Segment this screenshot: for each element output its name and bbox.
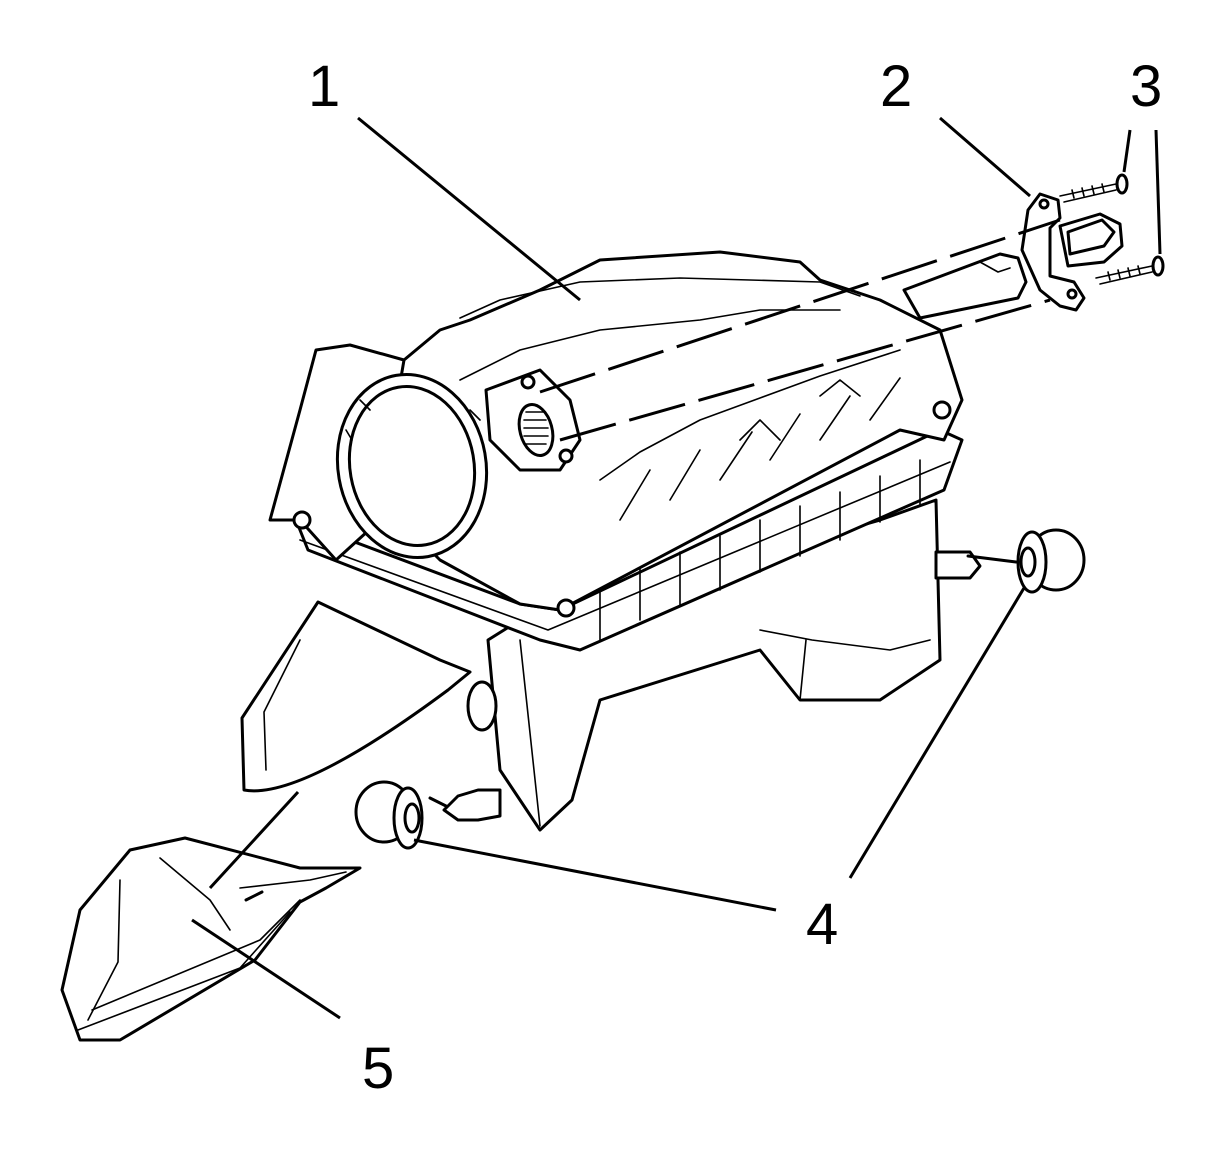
lower-duct-part — [60, 600, 472, 1042]
mass-airflow-sensor-part — [902, 192, 1124, 320]
callout-3: 3 — [1130, 54, 1162, 119]
grommet-left — [354, 780, 448, 850]
callout-5: 5 — [362, 1036, 394, 1101]
leader-1 — [357, 116, 581, 302]
screw-lower — [1095, 255, 1165, 285]
leader-2 — [939, 116, 1031, 198]
grommet-right — [966, 528, 1086, 594]
leader-3b — [1154, 129, 1162, 255]
leader-4b — [413, 838, 777, 912]
screw-upper — [1059, 173, 1129, 203]
leader-4a — [848, 587, 1026, 879]
assembly-guide-lines — [539, 218, 1061, 442]
leader-lines — [191, 116, 1162, 1020]
callout-4: 4 — [806, 892, 838, 957]
air-cleaner-housing-part — [268, 250, 982, 832]
callout-2: 2 — [880, 54, 912, 119]
leader-5a — [191, 918, 341, 1020]
leader-5b — [208, 790, 300, 890]
leader-3a — [1122, 129, 1132, 173]
callout-1: 1 — [308, 54, 340, 119]
callout-labels: 1 2 3 4 5 — [308, 54, 1162, 1101]
